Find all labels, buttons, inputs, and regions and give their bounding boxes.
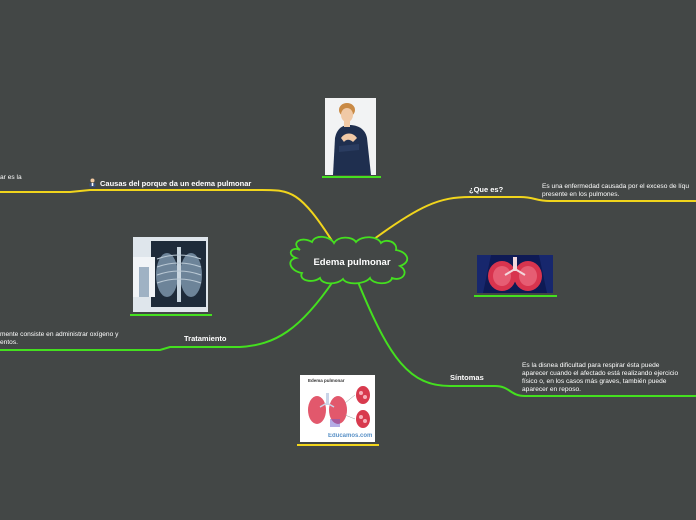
diagram-watermark: Educamos.com (328, 433, 373, 439)
sintomas-note: Es la disnea dificultad para respirar és… (522, 362, 678, 394)
xray-image-underline (130, 314, 212, 316)
diagram-image-underline (297, 444, 379, 446)
branch-tratamiento-label[interactable]: Tratamiento (184, 334, 227, 343)
chest-xray-image (133, 237, 208, 312)
tratamiento-note: mente consiste en administrar oxígeno y … (0, 331, 118, 347)
sintomas-note-line1: Es la disnea dificultad para respirar és… (522, 362, 660, 369)
branch-causas-line (0, 189, 335, 245)
person-icon (88, 178, 97, 187)
que-es-note-line1: Es una enfermedad causada por el exceso … (542, 183, 689, 190)
branch-sintomas-label[interactable]: Síntomas (450, 373, 484, 382)
branch-causas-text: Causas del porque da un edema pulmonar (100, 179, 252, 188)
que-es-note: Es una enfermedad causada por el exceso … (542, 183, 689, 199)
que-es-note-line2: presente en los pulmones. (542, 191, 620, 198)
sintomas-note-line2: aparecer cuando el afectado está realiza… (522, 370, 679, 377)
branch-tratamiento-line (0, 279, 335, 351)
causas-note: ar es la (0, 174, 22, 181)
diagram-title: Edema pulmonar (308, 378, 345, 383)
central-topic-title[interactable]: Edema pulmonar (313, 257, 391, 268)
branch-que-es-label[interactable]: ¿Que es? (469, 185, 504, 194)
woman-image-underline (322, 176, 381, 178)
sintomas-note-line3: físico o, en los casos más graves, tambi… (522, 378, 667, 385)
branch-causas-label[interactable]: Causas del porque da un edema pulmonar (88, 178, 251, 188)
tratamiento-note-line2: entos. (0, 339, 18, 346)
lungs-image (477, 255, 553, 293)
woman-chest-pain-image (325, 98, 376, 175)
sintomas-note-line4: aparecer en reposo. (522, 386, 582, 393)
branch-que-es-line (369, 196, 696, 243)
lungs-image-underline (474, 295, 557, 297)
edema-diagram-image: Edema pulmonar Educamos.com (300, 375, 375, 442)
branch-sintomas-line (357, 281, 696, 397)
tratamiento-note-line1: mente consiste en administrar oxígeno y (0, 331, 119, 338)
central-cloud-shape (289, 235, 409, 285)
